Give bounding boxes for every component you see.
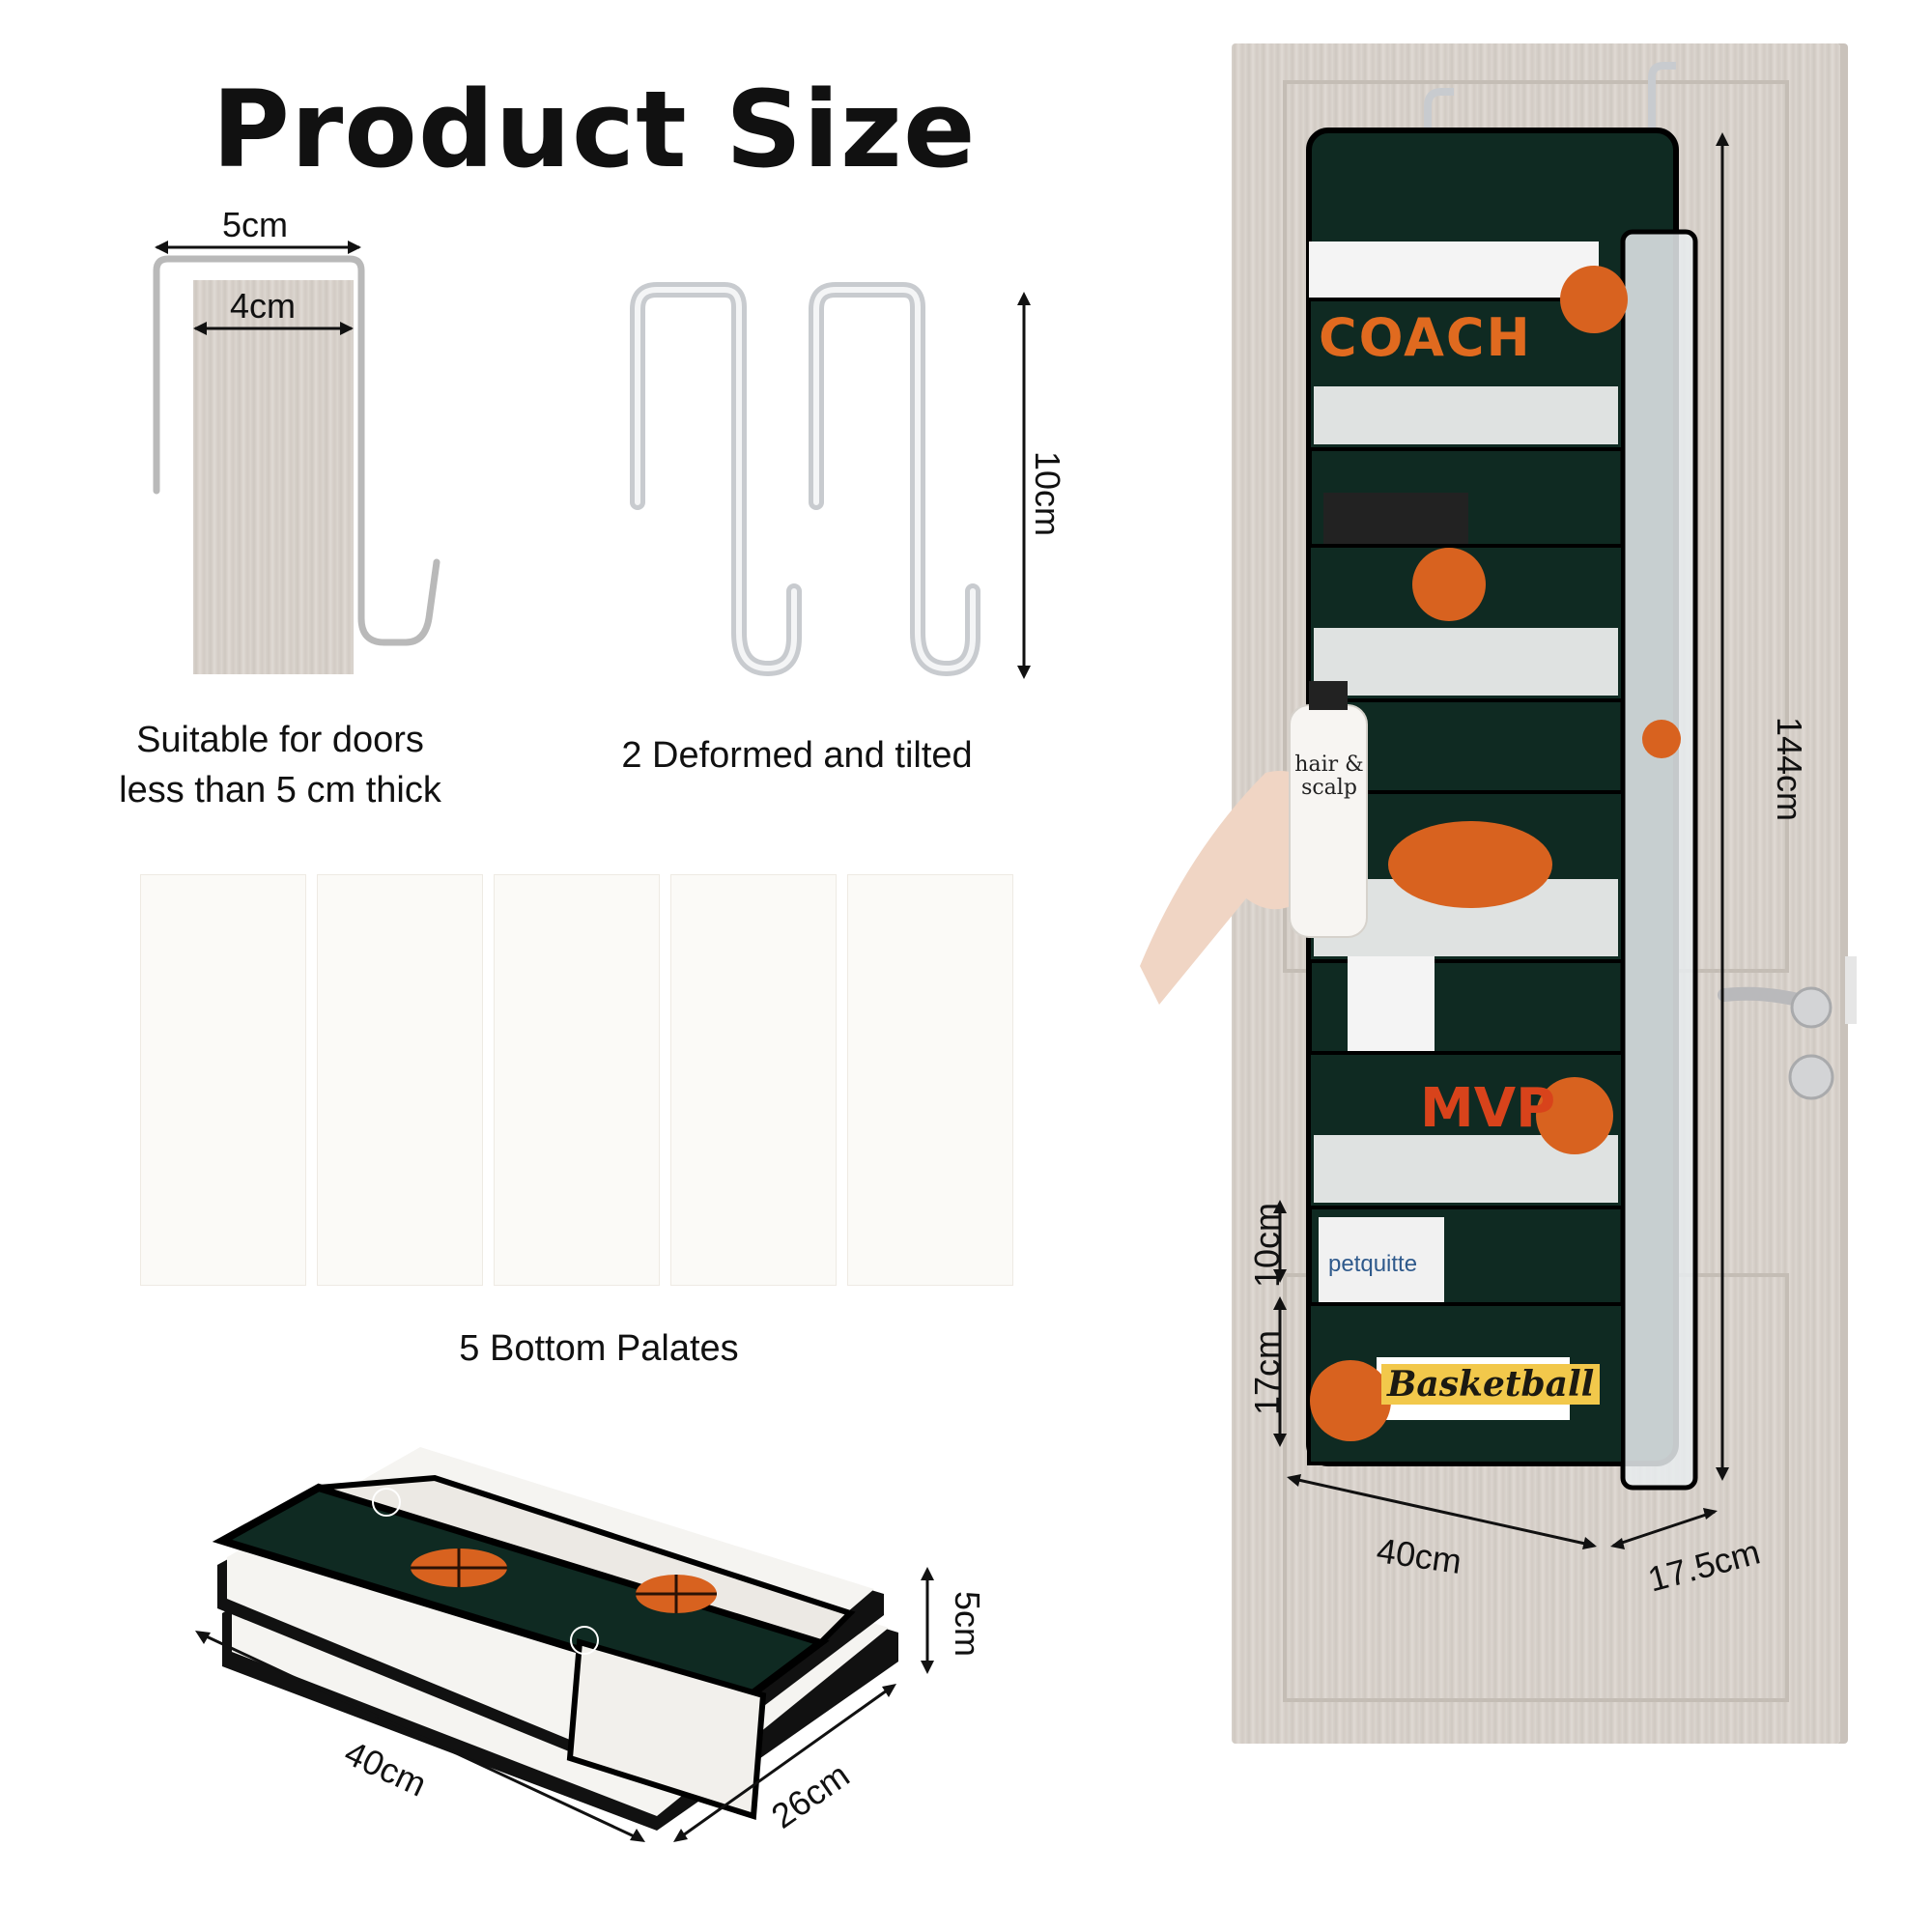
bottom-plate	[670, 874, 837, 1286]
hook-2	[809, 282, 980, 677]
bottom-plate	[847, 874, 1013, 1286]
height-label: 144cm	[1770, 716, 1810, 822]
door	[1232, 43, 1840, 1744]
petquitte-label: petquitte	[1328, 1251, 1418, 1277]
basketball-print-label: Basketball	[1381, 1364, 1601, 1405]
fold-depth-label: 26cm	[763, 1754, 857, 1836]
pocket-small-label: 10cm	[1247, 1202, 1288, 1289]
basketball-outline-icon	[372, 1488, 401, 1517]
basketball-icon	[636, 1575, 717, 1613]
inner-width-label: 4cm	[230, 286, 297, 326]
coach-print-label: COACH	[1319, 307, 1532, 368]
fold-layer-mid	[217, 1454, 884, 1787]
fold-thickness-label: 5cm	[948, 1590, 988, 1658]
page-title: Product Size	[212, 68, 977, 191]
bottom-plate	[317, 874, 483, 1286]
door-thickness-caption: Suitable for doors less than 5 cm thick	[87, 715, 473, 815]
fold-top-panel	[212, 1483, 830, 1705]
plates-caption: 5 Bottom Palates	[459, 1328, 739, 1369]
caption-line-2: less than 5 cm thick	[119, 770, 441, 810]
hook-1	[630, 282, 802, 677]
basketball-icon	[411, 1548, 507, 1587]
hook-height-label: 10cm	[1028, 450, 1068, 537]
fold-length-label: 40cm	[338, 1732, 433, 1804]
mvp-print-label: MVP	[1420, 1077, 1556, 1140]
caption-line-1: Suitable for doors	[136, 720, 424, 760]
bottle-label: hair & scalp	[1294, 753, 1364, 800]
fold-length-arrow	[197, 1631, 643, 1842]
bottom-plate	[494, 874, 660, 1286]
hooks-caption: 2 Deformed and tilted	[621, 735, 973, 776]
bottom-plate	[140, 874, 306, 1286]
basketball-outline-icon	[570, 1626, 599, 1655]
outer-width-label: 5cm	[222, 205, 289, 244]
pocket-large-label: 17cm	[1247, 1329, 1288, 1416]
door-latch-plate	[1845, 956, 1857, 1024]
door-thickness-sample	[193, 280, 354, 674]
